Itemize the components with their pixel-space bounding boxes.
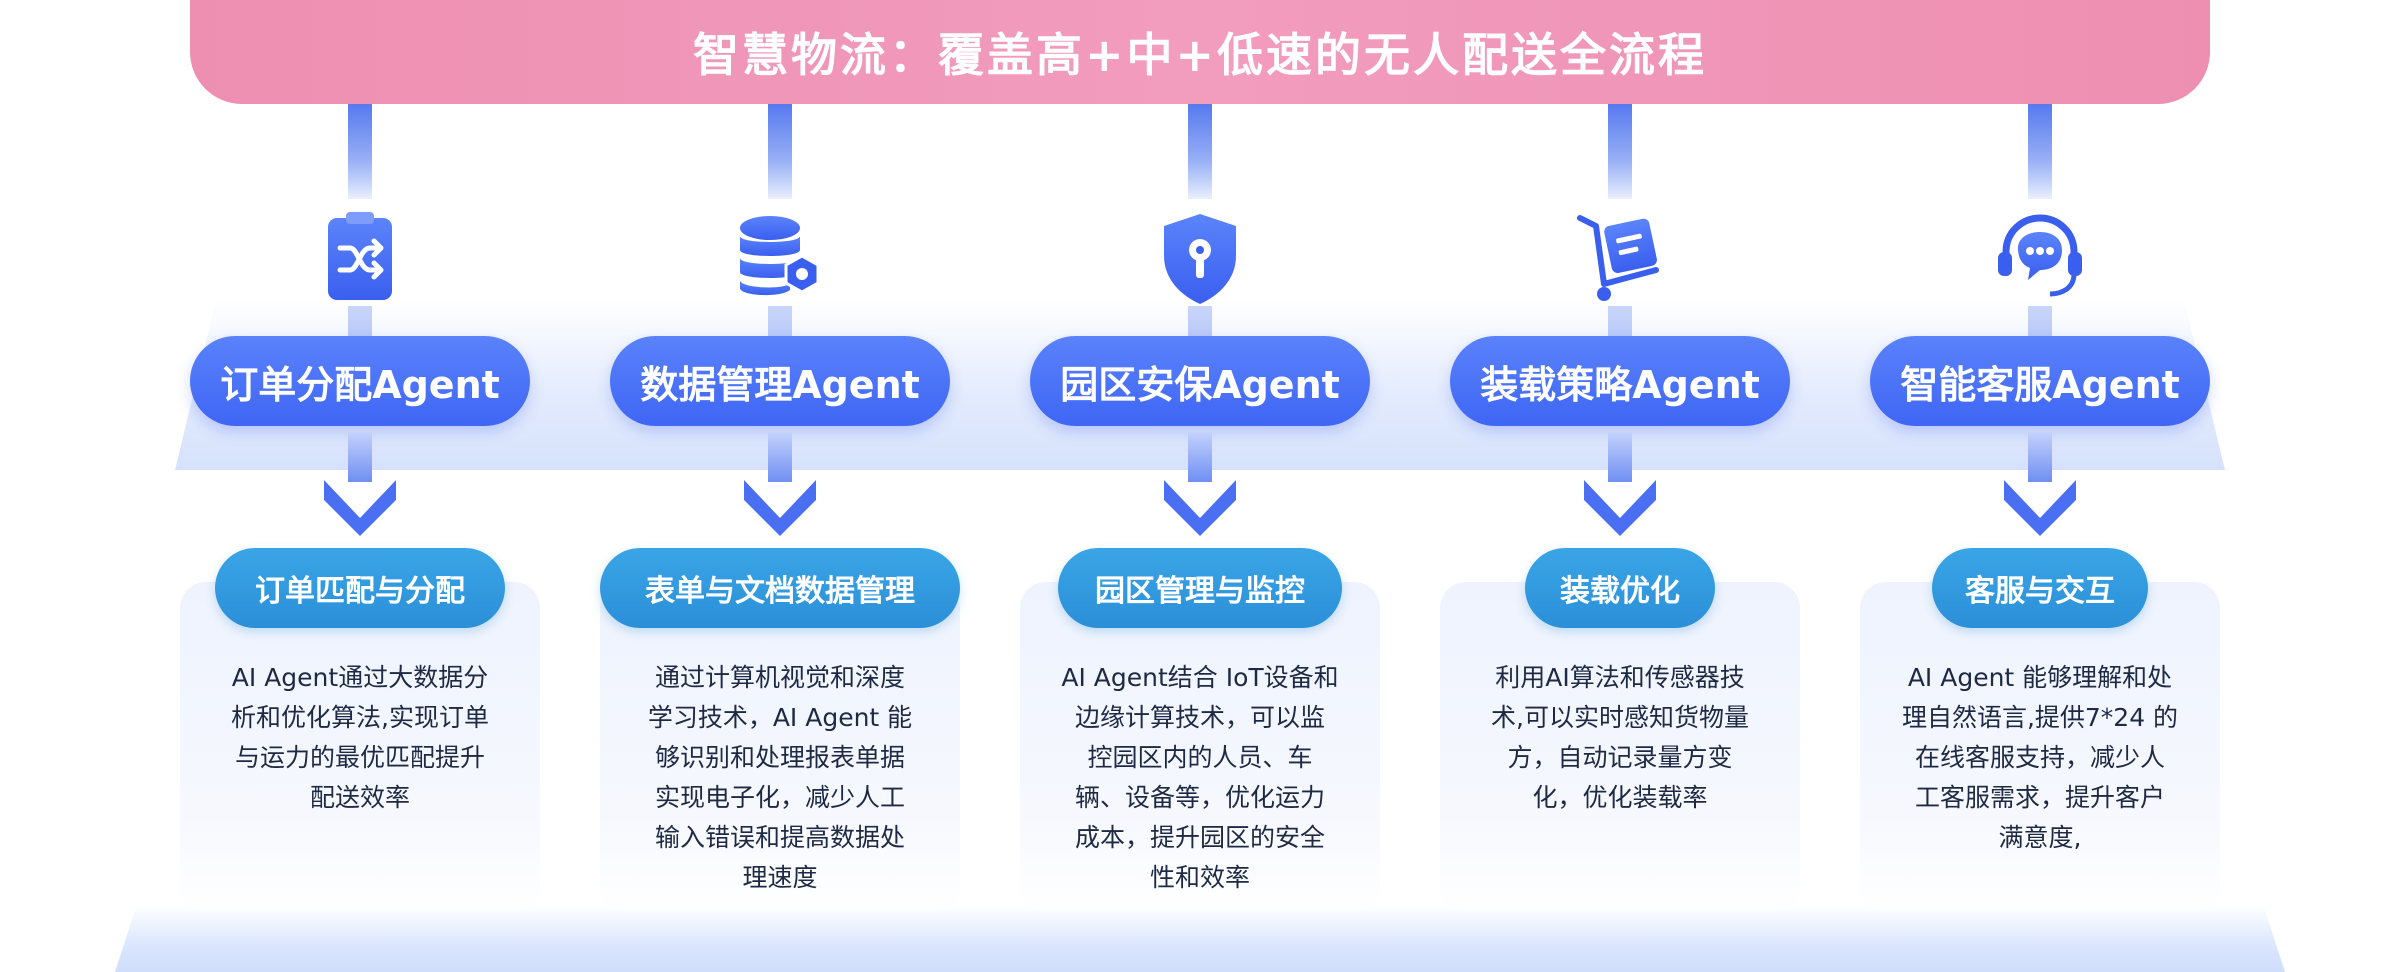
down-arrow-icon [1584, 480, 1656, 536]
description-line: 成本，提升园区的安全 [1074, 823, 1325, 852]
description-line: 满意度, [1998, 823, 2082, 852]
description-text: AI Agent结合 IoT设备和 边缘计算技术，可以监 控园区内的人员、车 辆… [1054, 658, 1346, 898]
shuffle-clipboard-icon [310, 208, 410, 308]
arrow-stem [2028, 432, 2052, 482]
cart-document-icon [1570, 208, 1670, 308]
down-arrow-icon [1164, 480, 1236, 536]
diagram-title: 智慧物流：覆盖高+中+低速的无人配送全流程 [692, 28, 1708, 82]
description-line: 配送效率 [309, 783, 410, 812]
description-text: AI Agent通过大数据分 析和优化算法,实现订单 与运力的最优匹配提升 配送… [214, 658, 506, 818]
description-line: 理自然语言,提供7*24 的 [1901, 703, 2179, 732]
arrow-stem [348, 432, 372, 482]
column-smart-service: 智能客服Agent 客服与交互 AI Agent 能够理解和处 理自然语言,提供… [1860, 0, 2220, 972]
description-card [1020, 582, 1380, 912]
description-line: 学习技术，AI Agent 能 [647, 703, 913, 732]
description-line: 控园区内的人员、车 [1087, 743, 1313, 772]
sub-pill: 客服与交互 [1932, 548, 2148, 628]
agent-pill: 园区安保Agent [1030, 336, 1370, 426]
description-line: 利用AI算法和传感器技 [1495, 663, 1745, 692]
description-line: 方，自动记录量方变 [1507, 743, 1733, 772]
sub-pill: 表单与文档数据管理 [600, 548, 960, 628]
connector-top [768, 104, 792, 199]
description-line: 在线客服支持，减少人 [1914, 743, 2165, 772]
description-card [180, 582, 540, 912]
agent-pill: 订单分配Agent [190, 336, 530, 426]
description-text: 通过计算机视觉和深度 学习技术，AI Agent 能 够识别和处理报表单据 实现… [634, 658, 926, 898]
database-settings-icon [730, 208, 830, 308]
agent-pill: 装载策略Agent [1450, 336, 1790, 426]
down-arrow-icon [2004, 480, 2076, 536]
description-line: 理速度 [742, 863, 818, 892]
description-card [1440, 582, 1800, 912]
description-line: AI Agent通过大数据分 [231, 663, 489, 692]
description-line: 性和效率 [1149, 863, 1250, 892]
description-line: 工客服需求，提升客户 [1914, 783, 2165, 812]
agent-pill: 数据管理Agent [610, 336, 950, 426]
description-text: AI Agent 能够理解和处 理自然语言,提供7*24 的 在线客服支持，减少… [1894, 658, 2186, 858]
column-loading-strategy: 装载策略Agent 装载优化 利用AI算法和传感器技 术,可以实时感知货物量 方… [1440, 0, 1800, 972]
description-line: 析和优化算法,实现订单 [231, 703, 489, 732]
description-line: 术,可以实时感知货物量 [1491, 703, 1749, 732]
connector-top [2028, 104, 2052, 199]
description-line: AI Agent结合 IoT设备和 [1061, 663, 1339, 692]
description-line: 通过计算机视觉和深度 [654, 663, 905, 692]
down-arrow-icon [744, 480, 816, 536]
down-arrow-icon [324, 480, 396, 536]
connector-top [1608, 104, 1632, 199]
agent-pill: 智能客服Agent [1870, 336, 2210, 426]
description-line: AI Agent 能够理解和处 [1907, 663, 2173, 692]
description-line: 输入错误和提高数据处 [654, 823, 905, 852]
description-line: 边缘计算技术，可以监 [1074, 703, 1325, 732]
connector-mid [1188, 306, 1212, 336]
arrow-stem [768, 432, 792, 482]
column-data-management: 数据管理Agent 表单与文档数据管理 通过计算机视觉和深度 学习技术，AI A… [600, 0, 960, 972]
description-text: 利用AI算法和传感器技 术,可以实时感知货物量 方，自动记录量方变 化，优化装载… [1474, 658, 1766, 818]
description-line: 与运力的最优匹配提升 [234, 743, 485, 772]
description-line: 化，优化装载率 [1532, 783, 1708, 812]
title-banner: 智慧物流：覆盖高+中+低速的无人配送全流程 [190, 0, 2210, 104]
sub-pill: 订单匹配与分配 [215, 548, 505, 628]
description-card [1860, 582, 2220, 912]
background-band-bottom [115, 905, 2285, 972]
description-line: 辆、设备等，优化运力 [1074, 783, 1325, 812]
column-park-security: 园区安保Agent 园区管理与监控 AI Agent结合 IoT设备和 边缘计算… [1020, 0, 1380, 972]
sub-pill: 装载优化 [1525, 548, 1715, 628]
connector-top [1188, 104, 1212, 199]
shield-key-icon [1150, 208, 1250, 308]
connector-mid [348, 306, 372, 336]
connector-top [348, 104, 372, 199]
description-line: 够识别和处理报表单据 [654, 743, 905, 772]
connector-mid [1608, 306, 1632, 336]
arrow-stem [1608, 432, 1632, 482]
description-line: 实现电子化，减少人工 [654, 783, 905, 812]
arrow-stem [1188, 432, 1212, 482]
headset-chat-icon [1990, 208, 2090, 308]
column-order-allocation: 订单分配Agent 订单匹配与分配 AI Agent通过大数据分 析和优化算法,… [180, 0, 540, 972]
sub-pill: 园区管理与监控 [1058, 548, 1342, 628]
description-card [600, 582, 960, 912]
connector-mid [2028, 306, 2052, 336]
connector-mid [768, 306, 792, 336]
